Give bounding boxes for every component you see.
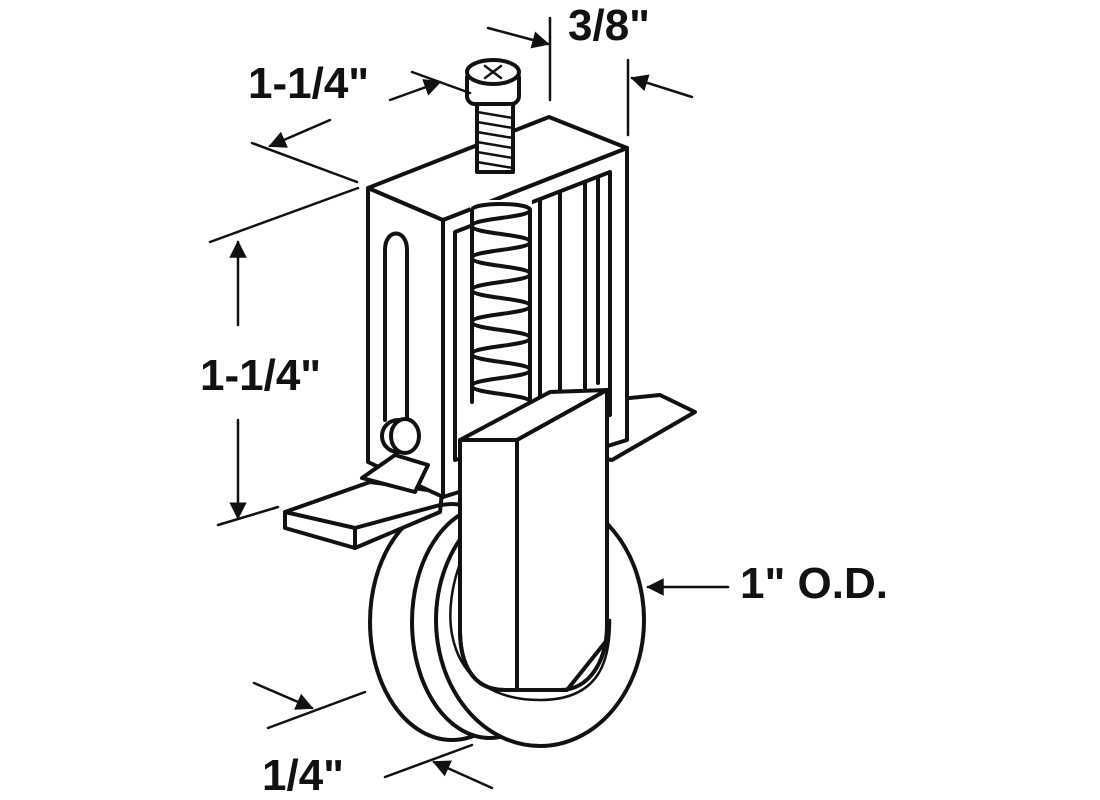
adjustment-screw [465, 58, 521, 174]
height-dimension-label: 1-1/4" [200, 351, 321, 400]
wheel-od-label: 1" O.D. [740, 559, 888, 608]
width-dimension-label: 1-1/4" [248, 59, 369, 108]
depth-dimension-label: 3/8" [568, 1, 650, 50]
axle-pin [360, 417, 430, 494]
wheel-width-label: 1/4" [262, 751, 344, 800]
compression-spring [470, 200, 532, 410]
wheel-fork [458, 388, 609, 692]
dimension-lines [208, 16, 730, 790]
